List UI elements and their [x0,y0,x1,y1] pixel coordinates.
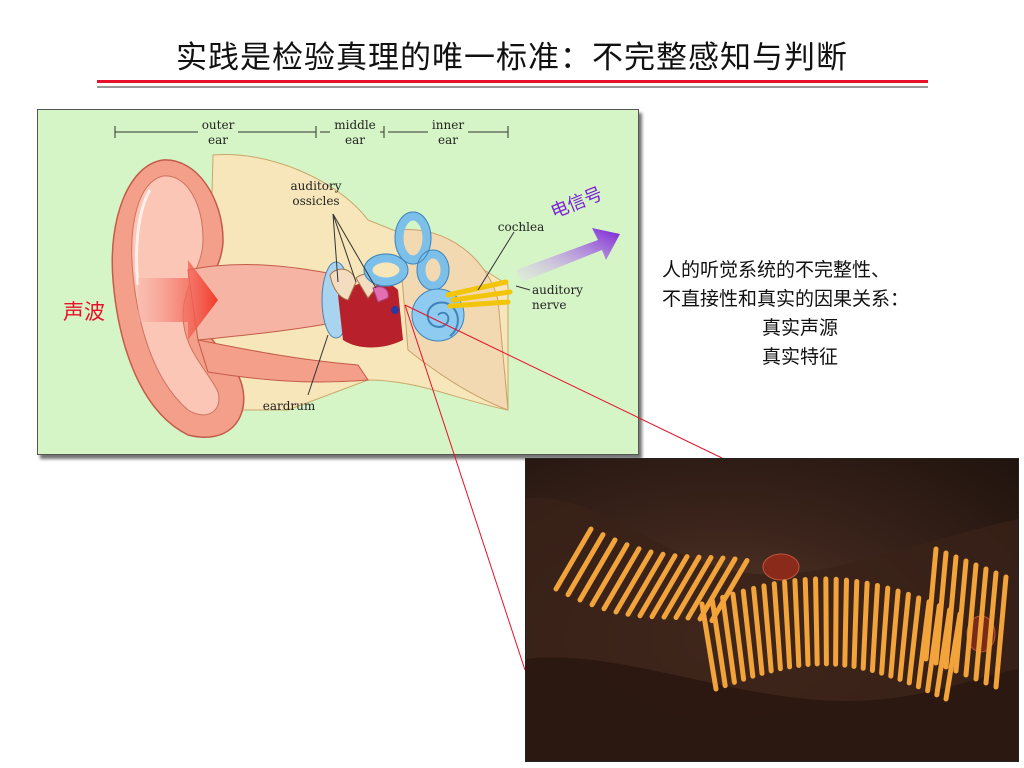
hair-cell-stalk [943,554,959,670]
hair-cell-stalk [879,585,891,676]
ossicle-malleus [329,268,357,301]
semicircular-canals-outline [363,211,450,291]
auditory-ossicles-label-2: ossicles [292,194,339,208]
round-window [391,306,399,314]
semicircular-canals [363,211,450,291]
electric-signal-arrow [516,228,620,282]
hair-cell-stalk [851,578,860,669]
outer-ear-label-2: ear [208,133,228,147]
ossicle-stapes [372,286,389,303]
ear-anatomy-illustration: outer ear middle ear inner ear [111,118,620,438]
hair-cell-stalk [730,591,747,682]
hair-cell-stalk [751,585,765,676]
hair-cell-stalk [933,550,949,666]
hair-cell-stalk [915,599,932,690]
hair-cell-stalk [860,580,870,671]
auditory-nerve-label: auditory [532,283,583,297]
hair-cell-stalk [685,555,726,621]
hair-cell-stalk [649,554,690,620]
hair-cell-micrograph [525,458,1019,762]
hair-cell-stalk [953,558,969,674]
middle-ear-label-2: ear [345,133,365,147]
description-line-1: 人的听觉系统的不完整性、 [662,259,891,281]
hair-cell-stalk [802,576,811,667]
hair-cell-stalk [897,591,911,682]
callout-lines [307,213,531,396]
inner-ear-label-2: ear [438,133,458,147]
description-text: 人的听觉系统的不完整性、 不直接性和真实的因果关系： 真实声源 真实特征 [662,256,909,372]
outer-ear-label: outer [202,118,235,132]
hair-cell-stalk [782,579,793,670]
hair-cell-stalk [813,576,820,667]
hair-cell-stalk [761,583,774,674]
hair-cell-stalk [906,595,922,686]
hair-bundles [553,526,1009,702]
hair-cell-stalk [697,556,738,622]
slide-title: 实践是检验真理的唯一标准：不完整感知与判断 [176,40,848,76]
auditory-ossicles-label: auditory [291,179,342,193]
hair-cell-illustration [526,497,1018,761]
hair-cell-stalk [553,526,594,592]
auditory-nerve-label-2: nerve [532,298,566,312]
title-rule-red [97,80,928,83]
hair-cell-stalk [577,537,618,603]
hair-cell-stalk [888,588,901,679]
description-line-4: 真实特征 [762,346,839,368]
hair-cell-stalk [709,558,750,624]
hair-cell-stalk [661,554,702,620]
hair-cell-stalk [983,570,999,686]
hair-cell-stalk [973,566,989,682]
hair-cell-stalk [771,581,783,672]
inner-ear-label: inner [432,118,464,132]
sound-wave-label: 声波 [63,300,105,324]
hair-cell-stalk [923,546,939,662]
hair-cell-stalk [625,551,666,617]
hair-cell-stalk [869,582,880,673]
hair-cell-stalk [823,576,829,667]
hair-cell-stalk [709,598,728,689]
hair-cell-stalk [925,603,942,694]
description-line-3: 真实声源 [762,317,839,339]
hair-cell-stalk [963,562,979,678]
cochlea-label: cochlea [498,220,545,234]
hair-cell-stalk [565,532,606,598]
title-rule-gray [97,86,928,88]
hair-cell-stalk [589,542,630,608]
hair-cell-stalk [842,577,849,668]
ear-canal-lower [197,339,369,383]
hair-cell-stalk [637,553,678,619]
sound-wave-arrow [138,260,218,340]
hair-cell-stalk [699,601,719,692]
hair-cell-stalk [601,546,642,612]
hair-cell-stalk [720,594,737,685]
description-line-2: 不直接性和真实的因果关系： [662,288,910,310]
section-brackets [114,126,509,138]
middle-ear-label: middle [334,118,376,132]
hair-cell-stalk [993,574,1009,690]
hair-cell-stalk [673,554,714,620]
eardrum-label: eardrum [263,399,316,413]
pinna-highlight [135,189,152,286]
ear-anatomy-diagram: outer ear middle ear inner ear [37,109,639,455]
hair-cell-stalk [792,577,802,668]
hair-cell-stalk [613,549,654,615]
hair-cell-stalk [740,588,756,679]
hair-cell-stalk [833,576,839,667]
